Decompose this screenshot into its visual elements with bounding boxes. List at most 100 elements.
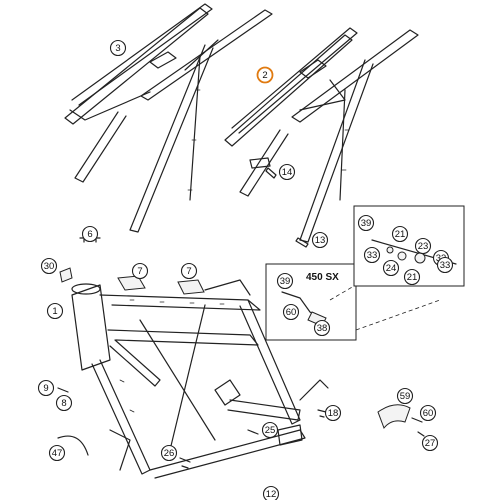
- callout-c24: 24: [382, 259, 400, 277]
- callout-label: 39: [361, 218, 372, 229]
- callout-circle: [311, 231, 329, 249]
- part-59-plate: [377, 404, 411, 429]
- callout-label: 24: [386, 263, 397, 274]
- callout-circle: [276, 272, 294, 290]
- variant-label-450sx: 450 SX: [306, 272, 339, 283]
- callout-c18: 18: [324, 404, 342, 422]
- callout-c27: 27: [421, 434, 439, 452]
- callout-label: 60: [423, 408, 434, 419]
- callout-c38: 38: [313, 319, 331, 337]
- callout-label: 38: [317, 323, 328, 334]
- callout-label: 27: [425, 438, 436, 449]
- callout-circle: [160, 444, 178, 462]
- callout-label: 3: [115, 43, 120, 54]
- part-26: [179, 457, 191, 469]
- callout-circle: [363, 246, 381, 264]
- callout-c33c: 33: [436, 256, 454, 274]
- callout-label: 9: [43, 383, 48, 394]
- part-18: [317, 409, 327, 418]
- part-7-left: [117, 275, 146, 291]
- part-47: [57, 435, 89, 456]
- callout-c8: 8: [55, 394, 73, 412]
- callout-label: 7: [186, 266, 191, 277]
- callout-label: 21: [407, 272, 418, 283]
- callout-circle: [55, 394, 73, 412]
- bolt-14: [265, 167, 277, 179]
- callout-label: 14: [282, 167, 293, 178]
- callout-circle: [403, 268, 421, 286]
- callout-label: 21: [395, 229, 406, 240]
- callout-c21b: 21: [403, 268, 421, 286]
- callout-label: 6: [87, 229, 92, 240]
- callout-circle: [109, 39, 127, 57]
- callout-c60a: 60: [282, 303, 300, 321]
- bolt-13: [295, 237, 309, 248]
- part-60-27: [411, 417, 425, 437]
- callout-label: 33: [367, 250, 378, 261]
- callout-label: 2: [262, 70, 267, 81]
- callout-circle: [421, 434, 439, 452]
- callout-circle: [414, 237, 432, 255]
- callout-circle: [46, 302, 64, 320]
- callout-label: 26: [164, 448, 175, 459]
- callout-circle: [391, 225, 409, 243]
- callout-circle: [357, 214, 375, 232]
- callout-c9: 9: [37, 379, 55, 397]
- callout-c23: 23: [414, 237, 432, 255]
- subframe-rear-left: [64, 3, 273, 233]
- callout-c30: 30: [40, 257, 58, 275]
- callout-circle: [37, 379, 55, 397]
- callout-c60b: 60: [419, 404, 437, 422]
- callout-circle: [313, 319, 331, 337]
- callout-circle: [48, 444, 66, 462]
- callout-circle: [436, 256, 454, 274]
- part-7-right: [177, 279, 205, 295]
- callout-c12: 12: [262, 485, 280, 500]
- callout-c2: 2: [256, 66, 274, 84]
- callout-c7a: 7: [131, 262, 149, 280]
- callout-circle: [324, 404, 342, 422]
- callout-label: 59: [400, 391, 411, 402]
- callout-circle: [396, 387, 414, 405]
- callout-label: 23: [418, 241, 429, 252]
- callout-circle: [180, 262, 198, 280]
- callout-c25: 25: [261, 421, 279, 439]
- callouts: 3 2 14 13 6 30 7 7 1 9 8 47 26 25 18 12 59 60 27 39 60 38 39 21…: [37, 39, 454, 500]
- callout-label: 60: [286, 307, 297, 318]
- part-25: [247, 429, 259, 435]
- callout-c6: 6: [81, 225, 99, 243]
- callout-c13: 13: [311, 231, 329, 249]
- callout-label: 47: [52, 448, 63, 459]
- main-frame: [71, 279, 329, 479]
- callout-circle: [131, 262, 149, 280]
- callout-c7b: 7: [180, 262, 198, 280]
- callout-c1: 1: [46, 302, 64, 320]
- callout-label: 1: [52, 306, 57, 317]
- callout-c26: 26: [160, 444, 178, 462]
- callout-c21a: 21: [391, 225, 409, 243]
- callout-label: 39: [280, 276, 291, 287]
- callout-c39a: 39: [276, 272, 294, 290]
- part-30: [59, 267, 73, 283]
- callout-label: 33: [440, 260, 451, 271]
- callout-c3: 3: [109, 39, 127, 57]
- callout-circle: [40, 257, 58, 275]
- callout-c14: 14: [278, 163, 296, 181]
- callout-label: 30: [44, 261, 55, 272]
- callout-c33a: 33: [363, 246, 381, 264]
- callout-label: 12: [266, 489, 277, 500]
- callout-circle: [81, 225, 99, 243]
- callout-c59: 59: [396, 387, 414, 405]
- callout-label: 7: [137, 266, 142, 277]
- callout-circle: [256, 66, 274, 84]
- callout-c47: 47: [48, 444, 66, 462]
- callout-circle: [282, 303, 300, 321]
- callout-circle: [278, 163, 296, 181]
- callout-circle: [261, 421, 279, 439]
- callout-label: 8: [61, 398, 66, 409]
- callout-label: 25: [265, 425, 276, 436]
- callout-label: 18: [328, 408, 339, 419]
- callout-label: 13: [315, 235, 326, 246]
- callout-circle: [382, 259, 400, 277]
